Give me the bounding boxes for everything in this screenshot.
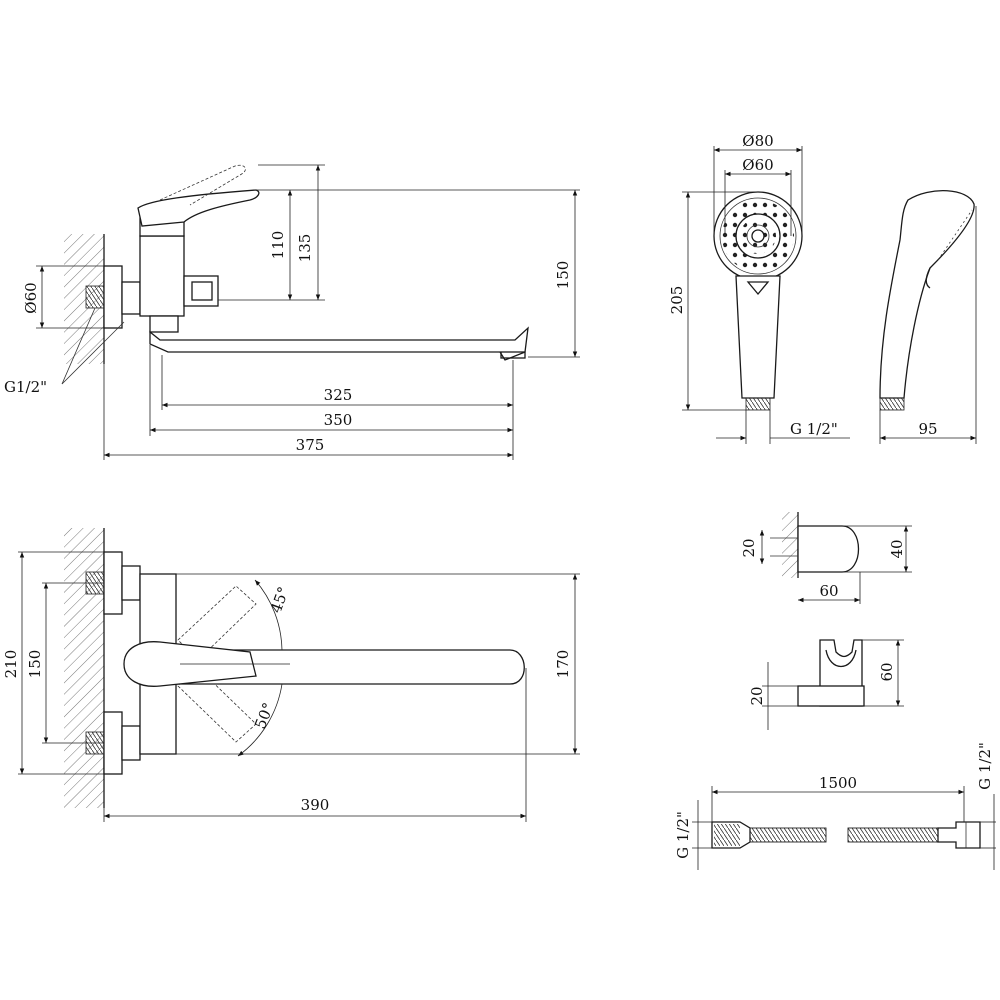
- dim-170: 170: [554, 650, 572, 679]
- dim-375: 375: [296, 436, 325, 454]
- dim-holder-40: 40: [888, 539, 906, 558]
- dim-holder-front-20: 20: [748, 686, 766, 705]
- dim-diameter-80: Ø80: [742, 132, 773, 150]
- dim-390: 390: [301, 796, 330, 814]
- side-spout: [149, 326, 529, 361]
- angle-50: 50°: [251, 700, 278, 731]
- shower-handle-side: [879, 190, 975, 399]
- thread-label-g12: G1/2": [4, 378, 47, 396]
- dim-holder-20: 20: [740, 538, 758, 557]
- thread-label-hose-left: G 1/2": [674, 811, 692, 859]
- thread-label-head: G 1/2": [790, 420, 838, 438]
- dim-holder-60-width: 60: [819, 582, 838, 600]
- dim-205: 205: [668, 286, 686, 315]
- dim-holder-front-60: 60: [878, 662, 896, 681]
- dim-diameter-60: Ø60: [22, 282, 40, 313]
- hose-segment-right: [847, 827, 939, 843]
- side-view: 135 110 150 Ø60 G1/2" 325 350 375: [4, 164, 580, 460]
- dim-hose-1500: 1500: [819, 774, 857, 792]
- dim-150-height: 150: [554, 261, 572, 290]
- side-thread: [85, 285, 105, 309]
- shower-head: Ø80 Ø60 205 G 1/2" 95: [668, 132, 977, 444]
- dim-350: 350: [324, 411, 353, 429]
- hose: 1500 G 1/2" G 1/2": [674, 742, 996, 870]
- top-spout: [175, 649, 525, 685]
- holder-side-view: 20 40 60: [740, 512, 912, 604]
- dim-95: 95: [918, 420, 937, 438]
- dim-210: 210: [2, 650, 20, 679]
- dim-110: 110: [269, 231, 287, 260]
- dim-325: 325: [324, 386, 353, 404]
- dim-150-spacing: 150: [26, 650, 44, 679]
- thread-label-hose-right: G 1/2": [976, 742, 994, 790]
- top-wall-hatch: [64, 528, 104, 808]
- holder-body-side: [797, 525, 860, 573]
- shower-handle-front: [735, 275, 781, 399]
- side-wall-flange: [103, 265, 123, 329]
- angle-45: 45°: [267, 584, 293, 615]
- dim-diameter-60-head: Ø60: [742, 156, 773, 174]
- mixer-handle: [137, 189, 260, 227]
- mixer-body: [139, 235, 185, 317]
- holder-front-view: 20 60: [748, 639, 904, 730]
- top-view: 45° 50° 210 150 170 390: [2, 528, 580, 822]
- dim-135: 135: [296, 234, 314, 263]
- hose-segment-left: [749, 827, 827, 843]
